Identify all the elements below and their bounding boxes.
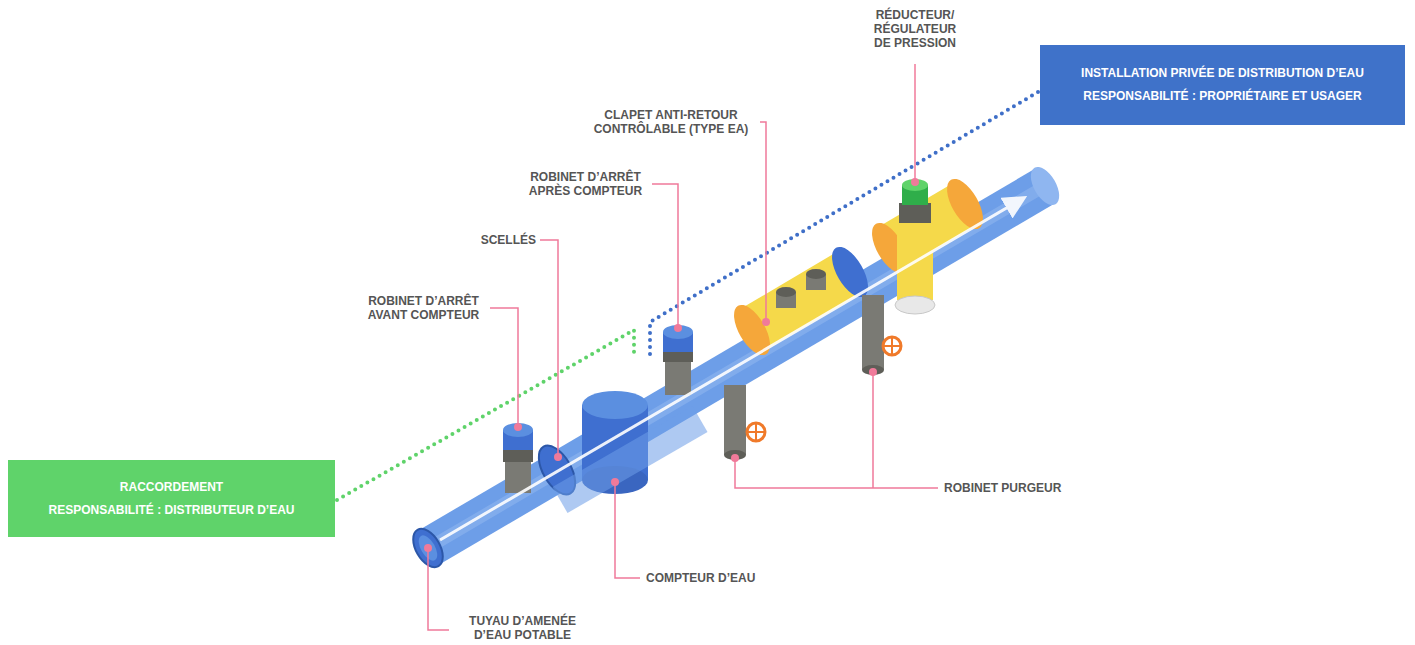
box-heading: INSTALLATION PRIVÉE DE DISTRIBUTION D’EA… — [1081, 66, 1364, 81]
part-label: ROBINET D’ARRÊT AVANT COMPTEUR — [361, 294, 486, 322]
box-heading: RACCORDEMENT — [120, 480, 223, 495]
responsibility-box: RACCORDEMENT RESPONSABILITÉ : DISTRIBUTEU… — [8, 460, 335, 537]
responsibility-box: INSTALLATION PRIVÉE DE DISTRIBUTION D’EA… — [1040, 45, 1405, 125]
part-label: RÉDUCTEUR/ RÉGULATEUR DE PRESSION — [865, 8, 965, 50]
box-text: RESPONSABILITÉ : DISTRIBUTEUR D’EAU — [48, 503, 294, 518]
part-label: ROBINET D’ARRÊT APRÈS COMPTEUR — [523, 170, 648, 198]
part-label: SCELLÉS — [481, 233, 536, 247]
box-text: RESPONSABILITÉ : PROPRIÉTAIRE ET USAGER — [1083, 89, 1361, 104]
part-label: ROBINET PURGEUR — [944, 481, 1061, 495]
part-label: TUYAU D’AMENÉE D’EAU POTABLE — [455, 614, 590, 642]
part-label: COMPTEUR D’EAU — [646, 571, 755, 585]
part-label: CLAPET ANTI-RETOUR CONTRÔLABLE (TYPE EA) — [586, 108, 756, 136]
